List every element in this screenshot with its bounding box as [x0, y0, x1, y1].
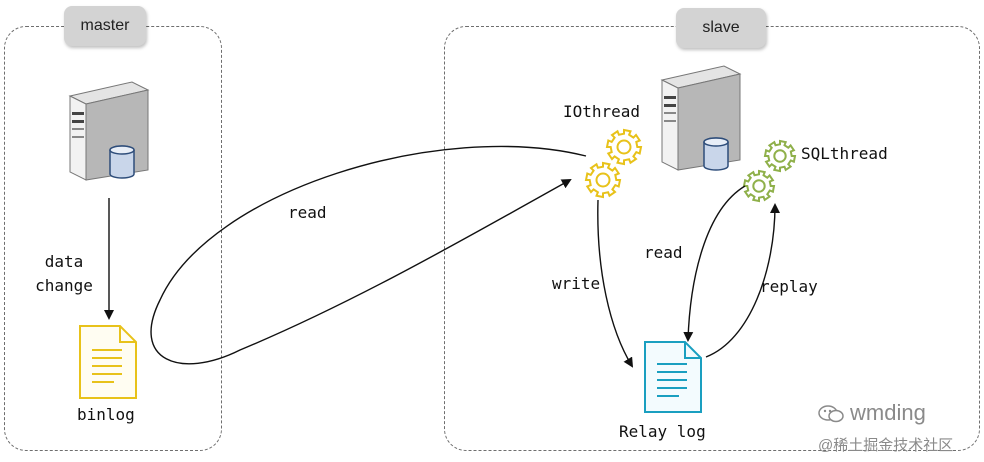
- write-label: write: [552, 274, 601, 293]
- watermark-community: @稀土掘金技术社区: [818, 437, 954, 454]
- binlog-label: binlog: [77, 405, 135, 424]
- replay-label: replay: [760, 277, 818, 296]
- master-group: [4, 26, 222, 451]
- watermark-name-row: wmding: [818, 400, 926, 426]
- io-read-label: read: [288, 203, 327, 222]
- sql-thread-label: SQLthread: [801, 144, 888, 163]
- relay-log-label: Relay log: [619, 422, 706, 441]
- slave-group: [444, 26, 980, 451]
- data-change-line2: change: [35, 276, 93, 295]
- sql-read-label: read: [644, 243, 683, 262]
- data-change-line1: data: [44, 252, 84, 271]
- slave-label: slave: [702, 19, 740, 36]
- watermark-name: wmding: [850, 400, 926, 425]
- wechat-icon: [818, 404, 844, 424]
- io-thread-label: IOthread: [563, 102, 641, 121]
- master-label: master: [80, 17, 130, 34]
- master-tab: master: [64, 6, 146, 46]
- slave-tab: slave: [676, 8, 766, 48]
- data-change-label: data change: [28, 250, 100, 298]
